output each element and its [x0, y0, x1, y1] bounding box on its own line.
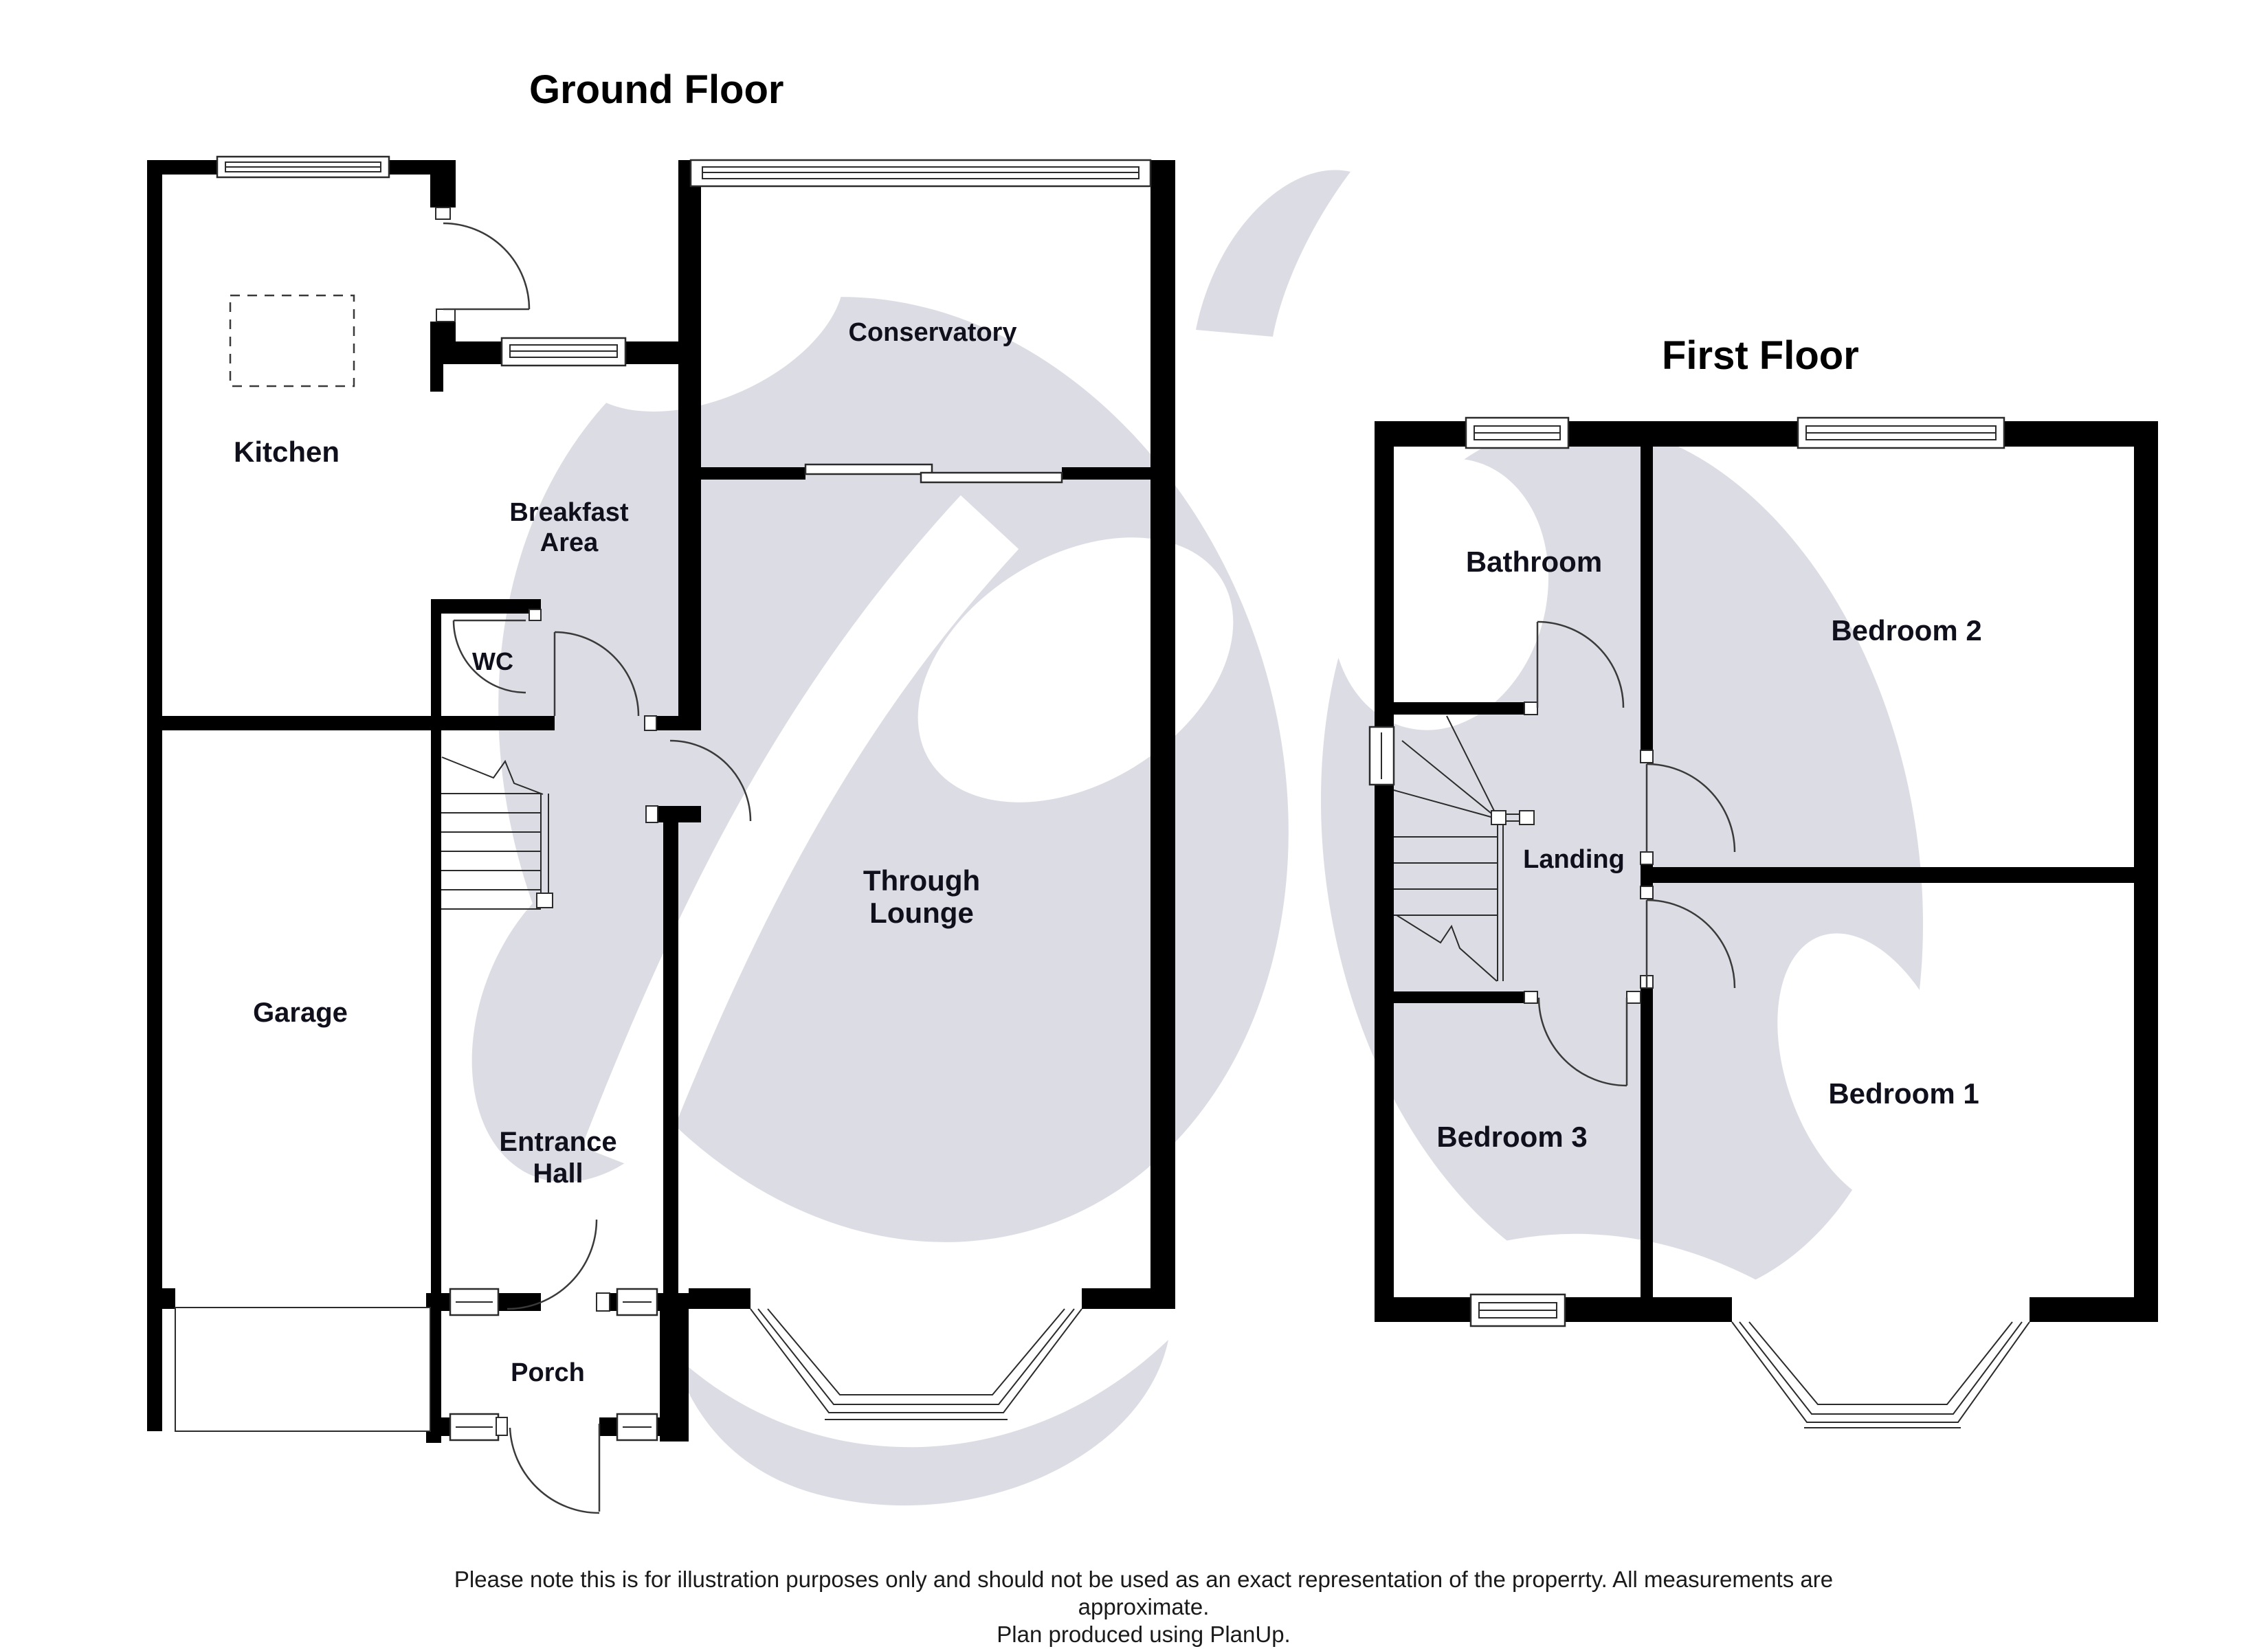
- bedroom3-door: [1537, 997, 1628, 1087]
- kitchen-window: [216, 155, 390, 179]
- room-label-bedroom2: Bedroom 2: [1831, 614, 1981, 647]
- room-label-lounge-line1: Through: [863, 864, 980, 897]
- first-floor-title: First Floor: [1662, 333, 1859, 378]
- room-label-bedroom1: Bedroom 1: [1828, 1077, 1979, 1110]
- hall-front-door: [507, 1219, 598, 1310]
- bedroom2-window: [1797, 416, 2005, 449]
- garage-door: [175, 1307, 431, 1432]
- breakfast-door: [553, 631, 640, 717]
- porch-window: [449, 1288, 500, 1316]
- stairs-landing-window: [1368, 726, 1395, 786]
- room-label-lounge-line2: Lounge: [869, 897, 974, 929]
- bathroom-window: [1465, 416, 1570, 449]
- breakfast-window: [500, 337, 627, 367]
- conservatory-window: [689, 159, 1152, 188]
- ground-floor-title: Ground Floor: [529, 67, 784, 112]
- room-label-conservatory: Conservatory: [849, 318, 1017, 347]
- room-label-bathroom: Bathroom: [1466, 546, 1602, 578]
- porch-window: [616, 1413, 658, 1442]
- room-label-entrance-line1: Entrance: [499, 1127, 616, 1157]
- bay-window-first: [1731, 1321, 2030, 1428]
- porch-window: [449, 1413, 500, 1442]
- room-label-garage: Garage: [253, 998, 348, 1028]
- bedroom3-window: [1469, 1293, 1566, 1327]
- room-label-porch: Porch: [511, 1358, 585, 1387]
- bathroom-door: [1536, 620, 1625, 708]
- first-floor-walls: [1375, 421, 2158, 1322]
- stairs-ground-floor: [441, 756, 553, 910]
- disclaimer-line2: approximate.: [1078, 1594, 1210, 1619]
- lounge-door: [669, 739, 752, 822]
- stairs-first-floor: [1393, 715, 1535, 982]
- room-label-landing: Landing: [1523, 845, 1625, 874]
- room-label-entrance-line2: Hall: [533, 1158, 583, 1189]
- disclaimer-line1: Please note this is for illustration pur…: [454, 1567, 1833, 1592]
- porch-window: [616, 1288, 658, 1316]
- kitchen-island: [229, 294, 355, 388]
- door-swings: [443, 222, 1736, 1514]
- conservatory-sliding-doors: [804, 463, 1063, 484]
- porch-front-door: [509, 1424, 601, 1514]
- wc-door: [452, 619, 526, 694]
- room-label-bedroom3: Bedroom 3: [1436, 1121, 1587, 1153]
- ground-floor-walls: [147, 160, 1175, 1443]
- bedroom2-door: [1645, 763, 1736, 853]
- room-label-kitchen: Kitchen: [234, 436, 340, 468]
- room-label-breakfast-line2: Area: [540, 528, 599, 557]
- kitchen-door: [443, 222, 531, 311]
- bay-window-ground: [750, 1308, 1082, 1420]
- room-label-wc: WC: [472, 647, 513, 675]
- room-label-breakfast-line1: Breakfast: [509, 498, 629, 527]
- disclaimer-line3: Plan produced using PlanUp.: [997, 1622, 1290, 1647]
- bedroom1-door: [1645, 899, 1736, 989]
- windows: [175, 155, 2005, 1442]
